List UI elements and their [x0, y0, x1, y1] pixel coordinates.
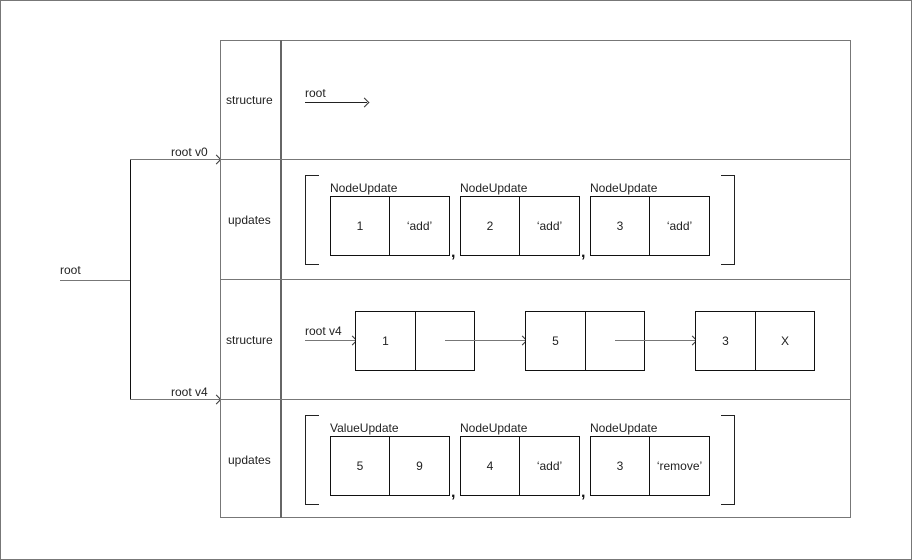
root-label: root — [60, 263, 81, 277]
v0-update-3-op: ‘add’ — [649, 196, 710, 256]
list-node-3-value: 3 — [695, 311, 756, 371]
v0-branch-line — [130, 159, 220, 160]
v0-update-1-type: NodeUpdate — [330, 181, 398, 195]
list-node-1-pointer — [445, 340, 525, 341]
v4-branch-line — [130, 399, 220, 400]
v0-updates-close-bracket — [721, 175, 735, 265]
row-label-structure-v0: structure — [226, 93, 273, 107]
list-node-1-value: 1 — [355, 311, 416, 371]
row-divider-2 — [220, 279, 851, 280]
v4-update-3-type: NodeUpdate — [590, 421, 658, 435]
v4-update-3-node: 3 — [590, 436, 650, 496]
root-v0-label: root v0 — [171, 145, 208, 159]
v4-update-2-op: ‘add’ — [519, 436, 580, 496]
v4-structure-root-label: root v4 — [305, 324, 342, 338]
v4-updates-close-bracket — [721, 415, 735, 505]
v4-update-2-node: 4 — [460, 436, 520, 496]
comma: , — [581, 244, 586, 261]
comma: , — [581, 484, 586, 501]
v4-update-2-type: NodeUpdate — [460, 421, 528, 435]
v0-updates-open-bracket — [305, 175, 319, 265]
v4-update-1-value: 9 — [389, 436, 450, 496]
root-line — [60, 280, 130, 281]
v0-update-3-type: NodeUpdate — [590, 181, 658, 195]
branch-vertical-line — [130, 160, 131, 400]
row-divider-3 — [220, 399, 851, 400]
list-node-2-next — [585, 311, 645, 371]
comma: , — [451, 244, 456, 261]
v0-update-2-type: NodeUpdate — [460, 181, 528, 195]
list-node-2-pointer — [615, 340, 695, 341]
comma: , — [451, 484, 456, 501]
list-node-3-next: X — [755, 311, 815, 371]
v0-update-1-node: 1 — [330, 196, 390, 256]
v4-update-1-type: ValueUpdate — [330, 421, 399, 435]
row-label-structure-v4: structure — [226, 333, 273, 347]
v0-update-1-op: ‘add’ — [389, 196, 450, 256]
list-node-2-value: 5 — [525, 311, 586, 371]
row-divider-1 — [220, 159, 851, 160]
v0-update-2-op: ‘add’ — [519, 196, 580, 256]
v0-structure-root-label: root — [305, 86, 326, 100]
row-label-updates-v0: updates — [228, 213, 271, 227]
v0-update-3-node: 3 — [590, 196, 650, 256]
v4-update-3-op: ‘remove’ — [649, 436, 710, 496]
v4-root-pointer-line — [305, 340, 355, 341]
list-node-1-next — [415, 311, 475, 371]
row-label-updates-v4: updates — [228, 453, 271, 467]
v4-updates-open-bracket — [305, 415, 319, 505]
v0-update-2-node: 2 — [460, 196, 520, 256]
root-v4-label: root v4 — [171, 385, 208, 399]
v4-update-1-node: 5 — [330, 436, 390, 496]
v0-root-pointer-line — [305, 102, 367, 103]
